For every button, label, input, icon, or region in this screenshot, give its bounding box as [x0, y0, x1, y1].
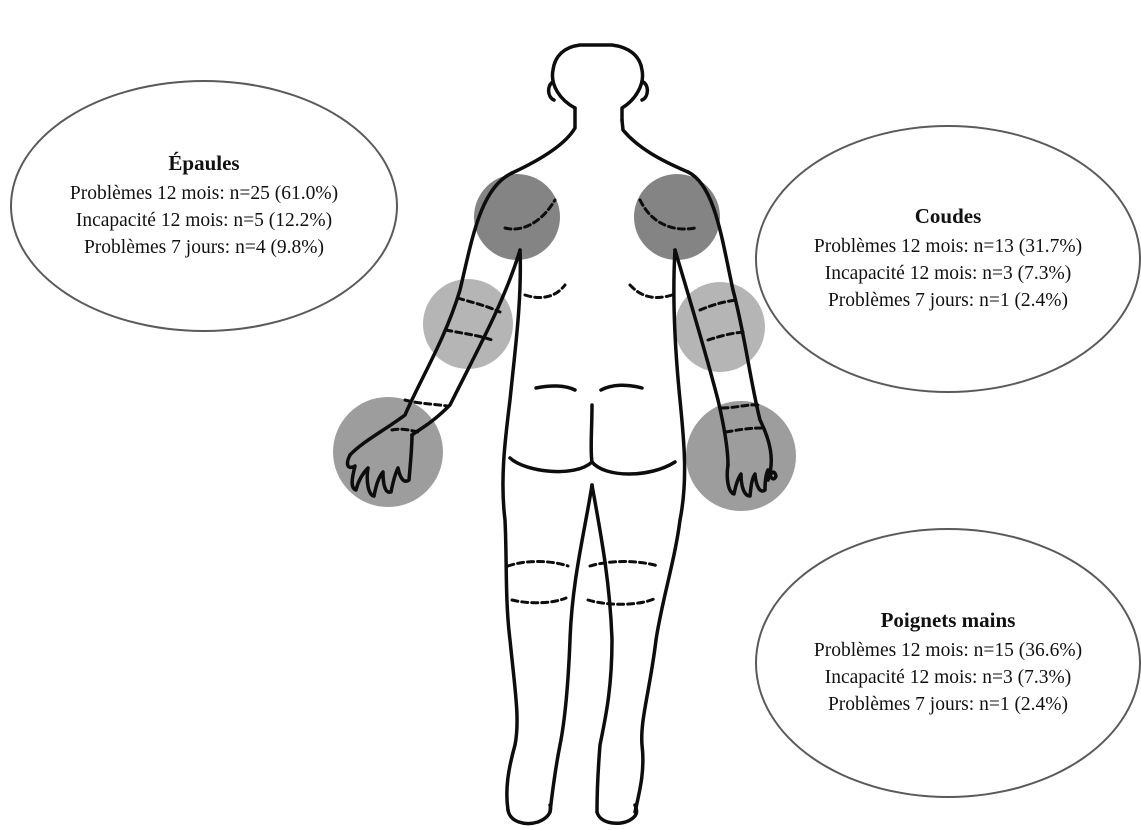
head-outline [552, 45, 642, 120]
left-back-boundary [525, 285, 565, 298]
neck-right [622, 120, 688, 172]
wrists-hands-title: Poignets mains [881, 608, 1016, 633]
left-knee-lower [512, 598, 566, 603]
buttock-line [591, 405, 592, 462]
wrists-hands-incapacity-12-months: Incapacité 12 mois: n=3 (7.3%) [825, 664, 1072, 691]
shoulders-title: Épaules [168, 151, 239, 176]
neck-left [512, 108, 575, 173]
shoulders-problems-7-days: Problèmes 7 jours: n=4 (9.8%) [84, 234, 324, 261]
left-foot [508, 805, 551, 824]
wrist-right-highlight [686, 401, 796, 511]
shoulders-incapacity-12-months: Incapacité 12 mois: n=5 (12.2%) [76, 207, 332, 234]
elbows-title: Coudes [915, 204, 982, 229]
wrists-hands-problems-12-months: Problèmes 12 mois: n=15 (36.6%) [814, 637, 1082, 664]
elbows-problems-7-days: Problèmes 7 jours: n=1 (2.4%) [828, 287, 1068, 314]
shoulders-problems-12-months: Problèmes 12 mois: n=25 (61.0%) [70, 180, 338, 207]
left-knee-upper [508, 562, 568, 567]
elbows-callout: Coudes Problèmes 12 mois: n=13 (31.7%) I… [755, 125, 1141, 393]
region-boundaries [392, 200, 762, 604]
elbow-left-highlight [423, 279, 513, 369]
right-foot [597, 805, 637, 823]
elbows-incapacity-12-months: Incapacité 12 mois: n=3 (7.3%) [825, 260, 1072, 287]
wrists-hands-problems-7-days: Problèmes 7 jours: n=1 (2.4%) [828, 691, 1068, 718]
right-back-boundary [630, 285, 672, 298]
right-knee-lower [588, 598, 656, 604]
right-knee-upper [590, 562, 658, 567]
shoulder-right-highlight [634, 174, 720, 260]
inner-leg-right [592, 485, 612, 812]
elbows-problems-12-months: Problèmes 12 mois: n=13 (31.7%) [814, 233, 1082, 260]
shoulders-callout: Épaules Problèmes 12 mois: n=25 (61.0%) … [10, 80, 398, 332]
shoulder-left-highlight [474, 174, 560, 260]
wrists-hands-callout: Poignets mains Problèmes 12 mois: n=15 (… [755, 528, 1141, 798]
inner-leg-left [550, 485, 592, 812]
waist-marks [536, 385, 642, 390]
